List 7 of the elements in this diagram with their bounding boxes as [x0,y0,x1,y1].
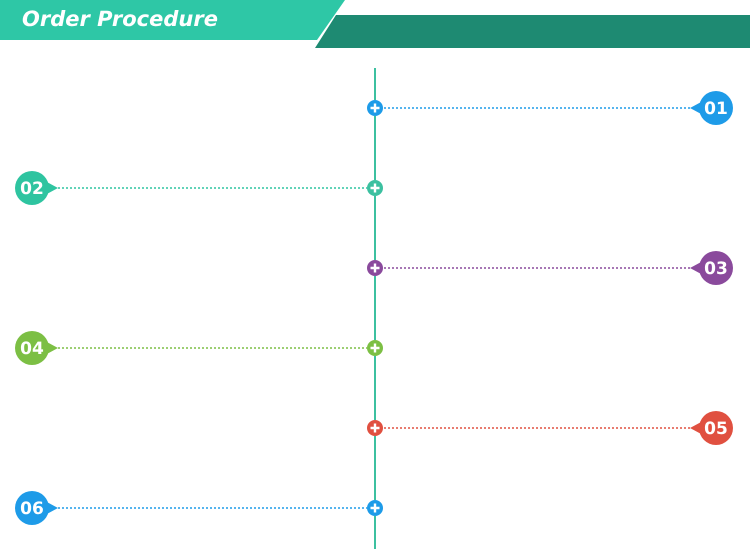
title: Order Procedure [22,6,218,33]
step-number: 06 [19,499,45,519]
step-number: 02 [19,179,45,199]
step-number: 04 [19,339,45,359]
step-number: 03 [703,259,729,279]
step-number: 05 [703,419,729,439]
step-number: 01 [703,99,729,119]
